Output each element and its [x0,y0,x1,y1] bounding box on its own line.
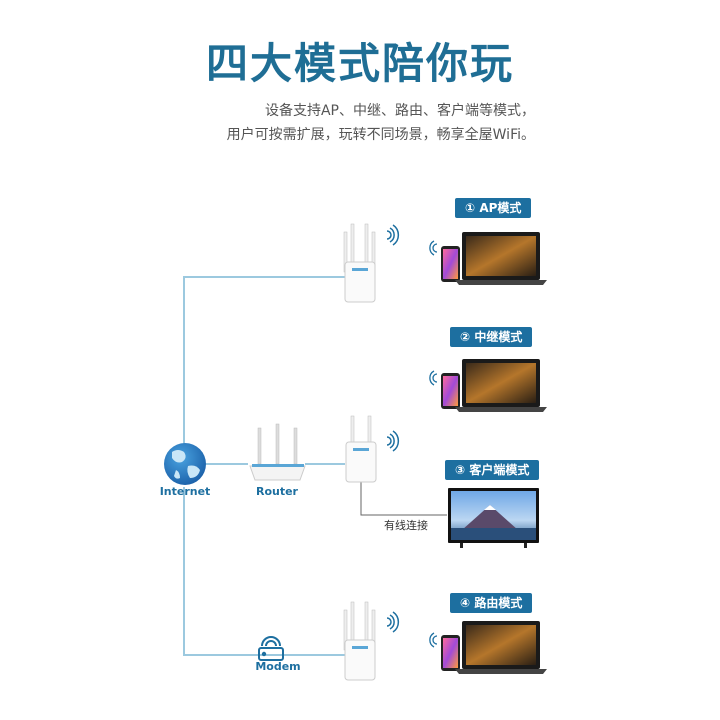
wifi-signal-icon [429,632,438,648]
wifi-signal-icon [429,240,438,256]
laptop-icon [455,359,547,412]
laptop-icon [455,232,547,285]
mode-label-client: ③ 客户端模式 [445,460,540,480]
mode-label-repeater: ② 中继模式 [450,327,533,347]
wifi-signal-icon [386,224,400,246]
globe-icon [164,443,206,485]
client-devices-ap [429,232,547,285]
extender-icon [343,223,376,303]
phone-icon [441,635,460,671]
wired-connection-label: 有线连接 [384,519,428,532]
client-devices-repeater [429,359,547,412]
wifi-signal-icon [386,430,400,452]
extender-icon [345,415,377,483]
subtitle-line-1: 设备支持AP、中继、路由、客户端等模式， [264,103,535,119]
mode-label-ap: ① AP模式 [455,198,532,218]
wifi-signal-icon [429,370,438,386]
tv-icon [448,488,539,548]
internet-label: Internet [159,485,211,498]
router-label: Router [255,485,298,498]
page-title: 四大模式陪你玩 [205,39,514,88]
phone-icon [441,373,460,409]
router-icon [249,423,306,481]
extender-icon [343,601,376,681]
wifi-signal-icon [386,611,400,633]
client-devices-router [429,621,547,674]
connection-lines [183,276,447,656]
laptop-icon [455,621,547,674]
phone-icon [441,246,460,282]
subtitle-line-2: 用户可按需扩展，玩转不同场景，畅享全屋WiFi。 [226,127,535,143]
modem-icon [258,636,284,661]
modem-label: Modem [255,660,301,673]
mode-label-router: ④ 路由模式 [450,593,533,613]
